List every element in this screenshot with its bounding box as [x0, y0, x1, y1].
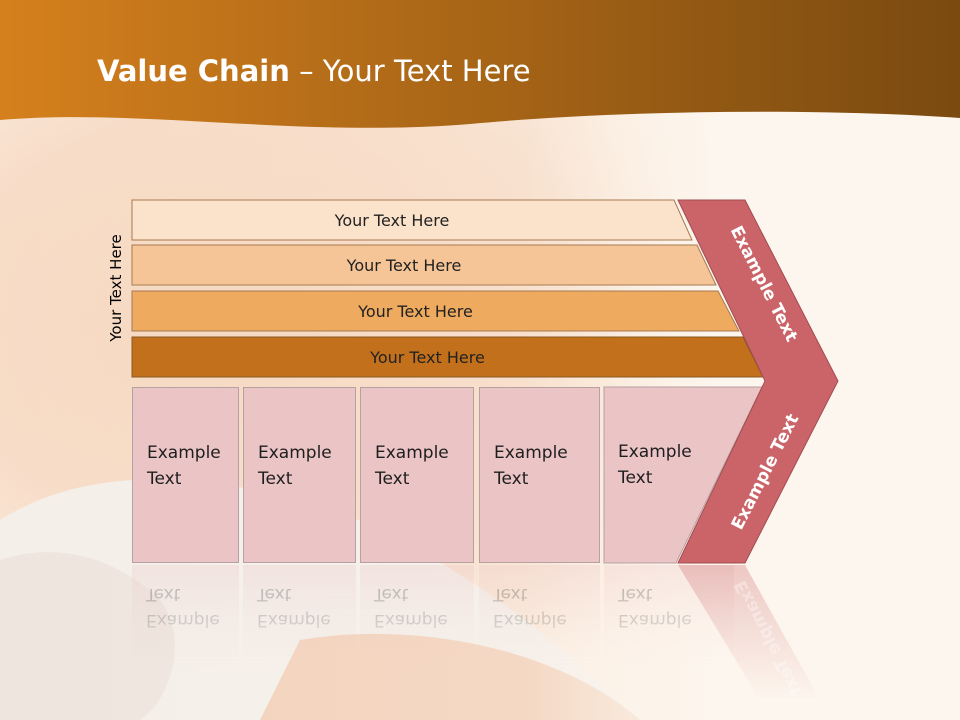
box-2-line1: Example: [258, 443, 332, 463]
box-1-line1: Example: [147, 443, 221, 463]
box-1-line2: Text: [147, 469, 182, 489]
activity-box-4: Example Text: [479, 387, 600, 563]
bar-3: Your Text Here: [132, 291, 739, 331]
bar-4-label: Your Text Here: [370, 347, 485, 367]
bar-1: Your Text Here: [132, 200, 692, 240]
title-rest: – Your Text Here: [289, 54, 531, 88]
header-band: [0, 0, 960, 128]
title-bold: Value Chain: [97, 54, 290, 88]
bar-1-label: Your Text Here: [334, 210, 450, 230]
box-5-line2: Text: [618, 468, 653, 488]
activity-box-2: Example Text: [243, 387, 356, 563]
box-4-line2: Text: [494, 469, 529, 489]
activity-box-3: Example Text: [360, 387, 474, 563]
bar-shape-1: [131, 199, 693, 241]
bar-3-label: Your Text Here: [358, 301, 473, 321]
slide-title: Value Chain – Your Text Here: [97, 54, 531, 89]
box-3-line1: Example: [375, 443, 449, 463]
box-4-line1: Example: [494, 443, 568, 463]
bar-2-label: Your Text Here: [346, 255, 462, 275]
bar-shape-2: [131, 244, 717, 286]
activity-box-5: Example Text: [604, 387, 754, 563]
bar-shape-3: [131, 290, 740, 332]
box-5-line1: Example: [618, 442, 692, 462]
box-2-line2: Text: [258, 469, 293, 489]
bar-2: Your Text Here: [132, 245, 716, 285]
box-3-line2: Text: [375, 469, 410, 489]
bar-4: Your Text Here: [132, 337, 763, 377]
activity-box-1: Example Text: [132, 387, 239, 563]
